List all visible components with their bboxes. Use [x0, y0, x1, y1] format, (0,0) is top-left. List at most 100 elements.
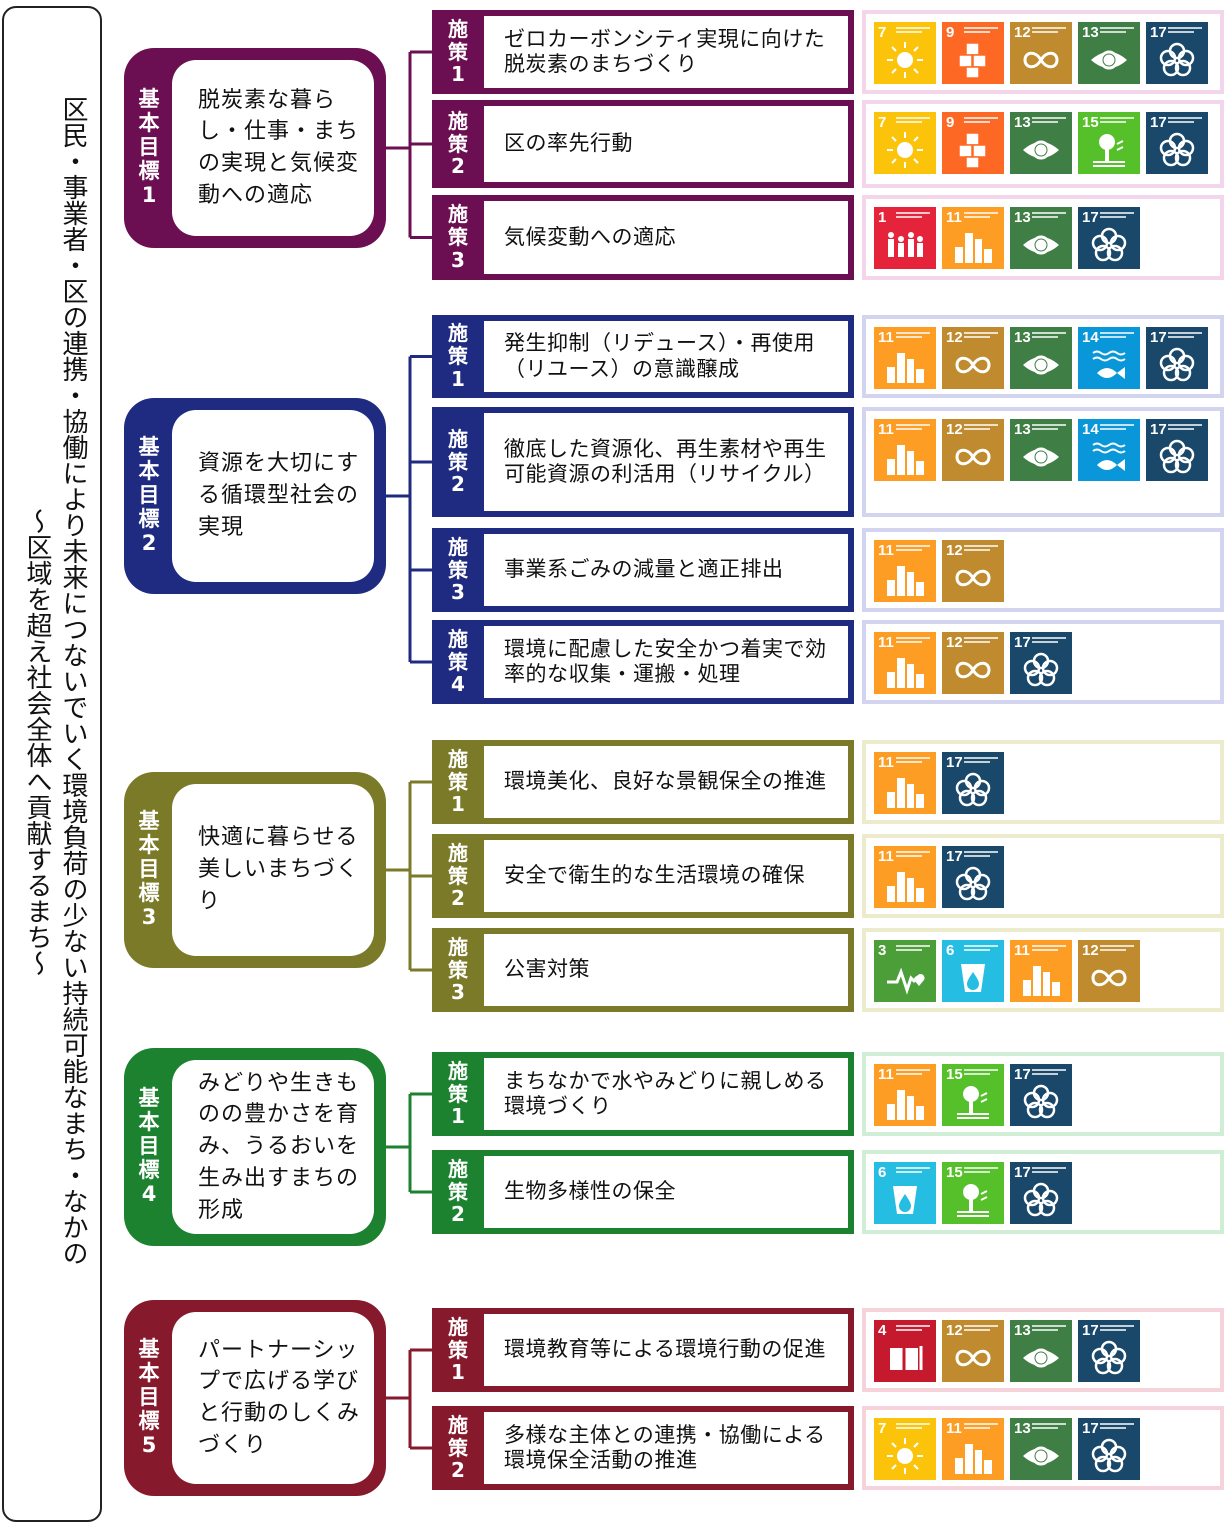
sdg-caption-lines — [896, 545, 932, 553]
sustainable-cities-icon: 11 — [874, 632, 936, 694]
goal-title: 脱炭素な暮らし・仕事・まちの実現と気候変動への適応 — [172, 60, 374, 236]
sdg-number: 14 — [1082, 329, 1099, 346]
measure-title: 生物多様性の保全 — [484, 1156, 848, 1228]
sdg-caption-lines — [1100, 424, 1136, 432]
sdg-caption-lines — [1168, 332, 1204, 340]
sdg-caption-lines — [896, 212, 932, 220]
measure-label-char: 策 — [448, 225, 468, 250]
measure-label-char: 策 — [448, 863, 468, 888]
measure-label-char: 策 — [448, 39, 468, 64]
partnerships-icon: 17 — [1010, 1162, 1072, 1224]
measure-number: 1 — [451, 792, 465, 817]
sdg-number: 12 — [946, 542, 963, 559]
sdg-number: 15 — [1082, 114, 1099, 131]
partnerships-icon: 17 — [1146, 112, 1208, 174]
sdg-number: 13 — [1014, 329, 1031, 346]
goal-title: 快適に暮らせる美しいまちづくり — [172, 784, 374, 956]
sdg-caption-lines — [1032, 1069, 1068, 1077]
sustainable-cities-icon: 11 — [874, 1064, 936, 1126]
sdg-caption-lines — [964, 1423, 1000, 1431]
goal-number: 2 — [141, 530, 157, 555]
sdg-caption-lines — [964, 332, 1000, 340]
life-below-water-icon: 14 — [1078, 419, 1140, 481]
sdg-caption-lines — [896, 945, 932, 953]
goal-label-char: 目 — [138, 857, 160, 882]
climate-action-icon: 13 — [1010, 112, 1072, 174]
sdg-caption-lines — [1032, 1167, 1068, 1175]
sdg-caption-lines — [964, 637, 1000, 645]
measure-label-char: 策 — [448, 1337, 468, 1362]
sdg-number: 11 — [878, 634, 894, 651]
partnerships-icon: 17 — [1146, 419, 1208, 481]
sdg-number: 7 — [878, 1420, 887, 1437]
life-on-land-icon: 15 — [942, 1064, 1004, 1126]
clean-energy-icon: 7 — [874, 1418, 936, 1480]
goal-label-char: 本 — [138, 1361, 160, 1386]
climate-action-icon: 13 — [1010, 327, 1072, 389]
sdg-caption-lines — [1100, 1423, 1136, 1431]
vision-statement: 区民・事業者・区の連携・協働により未来につないでいく環境負荷の少ない持続可能なま… — [58, 96, 88, 1266]
sdg-number: 17 — [1014, 1066, 1031, 1083]
measure-label-char: 策 — [448, 957, 468, 982]
sdg-caption-lines — [1168, 27, 1204, 35]
good-health-icon: 3 — [874, 940, 936, 1002]
climate-action-icon: 13 — [1010, 207, 1072, 269]
sdg-number: 9 — [946, 114, 955, 131]
measure-label-char: 策 — [448, 131, 468, 156]
sdg-number: 11 — [878, 421, 894, 438]
measure-label-char: 策 — [448, 344, 468, 369]
partnerships-icon: 17 — [1146, 327, 1208, 389]
measure-label-char: 策 — [448, 1179, 468, 1204]
industry-innovation-icon: 9 — [942, 112, 1004, 174]
climate-action-icon: 13 — [1010, 1320, 1072, 1382]
sdg-number: 17 — [1082, 1420, 1099, 1437]
measure-title: 環境美化、良好な景観保全の推進 — [484, 746, 848, 818]
measure-title: 徹底した資源化、再生素材や再生可能資源の利活用（リサイクル） — [484, 413, 848, 511]
measure-title: 安全で衛生的な生活環境の確保 — [484, 840, 848, 912]
goal-label-char: 基 — [138, 1337, 160, 1362]
sdg-number: 12 — [1014, 24, 1031, 41]
measure-label-char: 施 — [448, 534, 468, 559]
measure-title: ゼロカーボンシティ実現に向けた脱炭素のまちづくり — [484, 16, 848, 88]
sdg-number: 13 — [1082, 24, 1099, 41]
sdg-number: 11 — [878, 329, 894, 346]
sdg-caption-lines — [964, 27, 1000, 35]
sdg-caption-lines — [896, 1069, 932, 1077]
goal-label-char: 基 — [138, 1086, 160, 1111]
sdg-number: 11 — [1014, 942, 1030, 959]
sdg-caption-lines — [896, 1423, 932, 1431]
responsible-consumption-icon: 12 — [1078, 940, 1140, 1002]
measure-number: 2 — [451, 1202, 465, 1227]
sdg-number: 11 — [878, 1066, 894, 1083]
responsible-consumption-icon: 12 — [942, 1320, 1004, 1382]
sdg-number: 11 — [946, 1420, 962, 1437]
life-on-land-icon: 15 — [942, 1162, 1004, 1224]
vision-subtitle: ～区域を超え社会全体へ貢献するまち～ — [22, 508, 52, 976]
no-poverty-icon: 1 — [874, 207, 936, 269]
goal-label-char: 標 — [138, 1157, 160, 1182]
clean-energy-icon: 7 — [874, 22, 936, 84]
responsible-consumption-icon: 12 — [942, 632, 1004, 694]
measure-number: 1 — [451, 366, 465, 391]
sdg-caption-lines — [896, 757, 932, 765]
sdg-caption-lines — [1032, 117, 1068, 125]
sdg-caption-lines — [1032, 637, 1068, 645]
sdg-number: 1 — [878, 209, 887, 226]
goal-label-char: 本 — [138, 111, 160, 136]
sdg-caption-lines — [1032, 212, 1068, 220]
measure-label-char: 施 — [448, 1156, 468, 1181]
